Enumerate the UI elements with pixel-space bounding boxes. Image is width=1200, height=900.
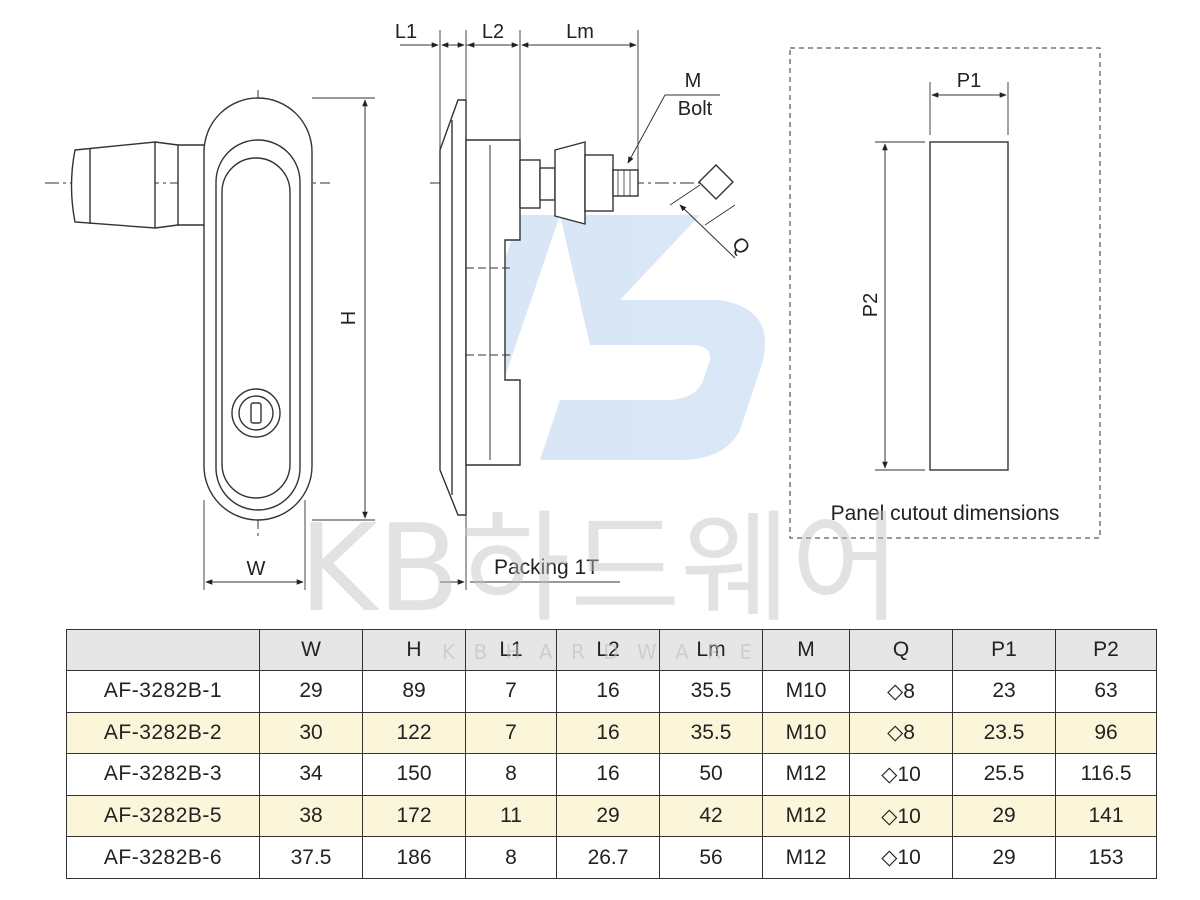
table-cell: 56 xyxy=(659,836,763,879)
table-cell: 37.5 xyxy=(259,836,363,879)
packing-label: Packing 1T xyxy=(494,556,599,579)
table-cell: 7 xyxy=(465,711,557,755)
table-cell: ◇10 xyxy=(849,836,953,879)
dim-label-l2: L2 xyxy=(482,21,504,43)
dim-label-q: Q xyxy=(727,233,754,259)
table-cell: ◇10 xyxy=(849,794,953,838)
column-header: L2 xyxy=(556,629,660,671)
column-header: L1 xyxy=(465,629,557,671)
dim-label-bolt: Bolt xyxy=(678,98,713,120)
dim-label-h: H xyxy=(338,311,360,325)
table-cell: 150 xyxy=(362,753,466,796)
technical-drawing: H W xyxy=(45,21,1101,620)
dim-label-p2: P2 xyxy=(860,293,882,317)
model-cell: AF-3282B-5 xyxy=(66,794,260,838)
table-cell: 186 xyxy=(362,836,466,879)
dim-label-l1: L1 xyxy=(395,21,417,43)
model-cell: AF-3282B-2 xyxy=(66,711,260,755)
table-cell: 16 xyxy=(556,670,660,713)
table-cell: 29 xyxy=(259,670,363,713)
column-header: P1 xyxy=(952,629,1056,671)
column-header: Lm xyxy=(659,629,763,671)
table-cell: 122 xyxy=(362,711,466,755)
table-cell: 29 xyxy=(952,836,1056,879)
table-cell: 7 xyxy=(465,670,557,713)
panel-cutout-caption: Panel cutout dimensions xyxy=(831,502,1060,525)
table-cell: 89 xyxy=(362,670,466,713)
table-row: AF-3282B-3 34 150 8 16 50 M12 ◇10 25.5 1… xyxy=(66,753,1157,796)
model-cell: AF-3282B-6 xyxy=(66,836,260,879)
table-cell: 29 xyxy=(556,794,660,838)
table-cell: 141 xyxy=(1055,794,1157,838)
table-cell: 23.5 xyxy=(952,711,1056,755)
table-cell: M10 xyxy=(762,670,850,713)
table-cell: 26.7 xyxy=(556,836,660,879)
table-cell: 172 xyxy=(362,794,466,838)
table-cell: 23 xyxy=(952,670,1056,713)
spec-table: W H L1 L2 Lm M Q P1 P2 AF-3282B-1 29 89 … xyxy=(66,629,1157,879)
table-cell: 35.5 xyxy=(659,670,763,713)
table-cell: 30 xyxy=(259,711,363,755)
table-header-row: W H L1 L2 Lm M Q P1 P2 xyxy=(66,629,1157,671)
table-cell: 16 xyxy=(556,753,660,796)
table-cell: 96 xyxy=(1055,711,1157,755)
table-cell: M10 xyxy=(762,711,850,755)
table-row: AF-3282B-2 30 122 7 16 35.5 M10 ◇8 23.5 … xyxy=(66,711,1157,755)
model-cell: AF-3282B-1 xyxy=(66,670,260,713)
dim-label-lm: Lm xyxy=(566,21,594,43)
table-cell: 29 xyxy=(952,794,1056,838)
table-cell: 11 xyxy=(465,794,557,838)
table-row: AF-3282B-1 29 89 7 16 35.5 M10 ◇8 23 63 xyxy=(66,670,1157,713)
dim-label-w: W xyxy=(247,558,266,580)
column-header: H xyxy=(362,629,466,671)
table-cell: 35.5 xyxy=(659,711,763,755)
table-cell: ◇8 xyxy=(849,711,953,755)
table-cell: M12 xyxy=(762,753,850,796)
column-header xyxy=(66,629,260,671)
dim-label-p1: P1 xyxy=(957,70,981,92)
column-header: Q xyxy=(849,629,953,671)
table-cell: 25.5 xyxy=(952,753,1056,796)
column-header: W xyxy=(259,629,363,671)
table-cell: M12 xyxy=(762,794,850,838)
table-cell: 38 xyxy=(259,794,363,838)
table-cell: 8 xyxy=(465,753,557,796)
table-row: AF-3282B-6 37.5 186 8 26.7 56 M12 ◇10 29… xyxy=(66,836,1157,879)
side-view xyxy=(400,30,736,590)
model-cell: AF-3282B-3 xyxy=(66,753,260,796)
table-cell: ◇8 xyxy=(849,670,953,713)
dim-label-m: M xyxy=(685,70,702,92)
panel-cutout xyxy=(789,47,1101,539)
front-view xyxy=(45,90,375,590)
table-cell: 16 xyxy=(556,711,660,755)
table-cell: 42 xyxy=(659,794,763,838)
table-cell: 50 xyxy=(659,753,763,796)
table-cell: 153 xyxy=(1055,836,1157,879)
table-cell: M12 xyxy=(762,836,850,879)
column-header: P2 xyxy=(1055,629,1157,671)
watermark-text: KB하드웨어 xyxy=(299,500,902,620)
table-cell: ◇10 xyxy=(849,753,953,796)
column-header: M xyxy=(762,629,850,671)
table-cell: 63 xyxy=(1055,670,1157,713)
table-row: AF-3282B-5 38 172 11 29 42 M12 ◇10 29 14… xyxy=(66,794,1157,838)
table-cell: 34 xyxy=(259,753,363,796)
table-cell: 8 xyxy=(465,836,557,879)
table-cell: 116.5 xyxy=(1055,753,1157,796)
